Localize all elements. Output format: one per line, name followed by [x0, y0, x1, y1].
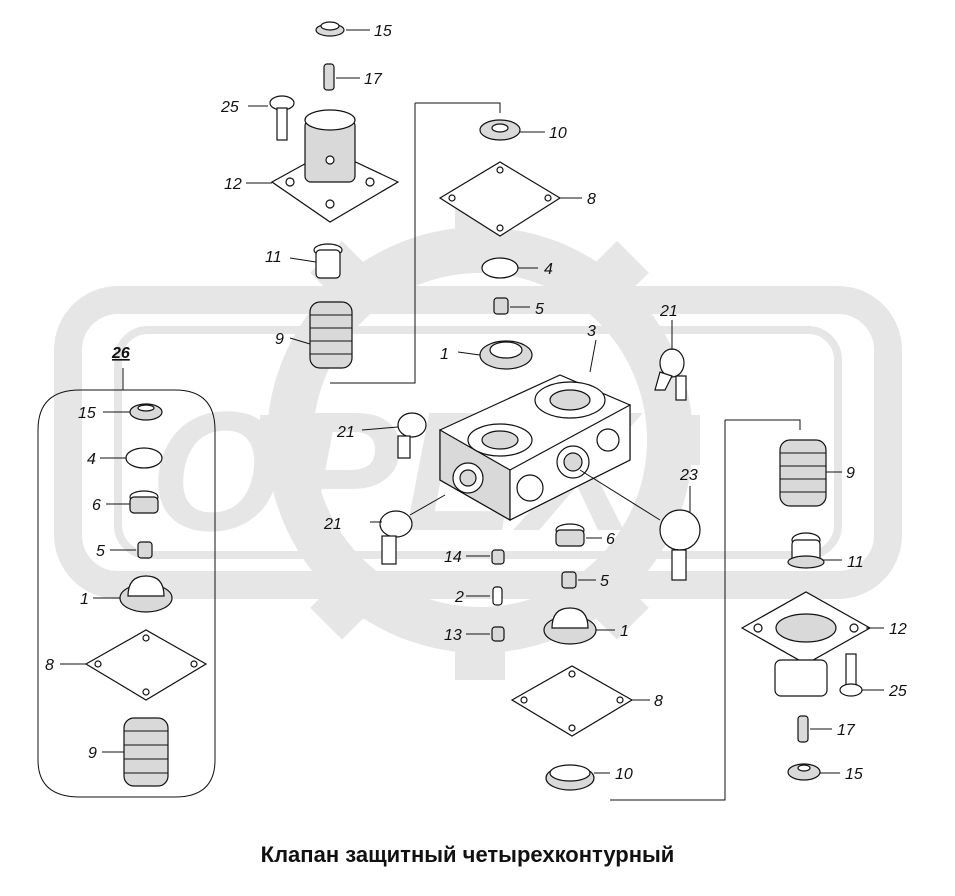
- callout-25: 25: [220, 99, 239, 116]
- callout-8-group: 8: [45, 657, 54, 674]
- callout-15-bottom: 15: [845, 766, 863, 783]
- part-25-screw: [248, 95, 295, 141]
- part-4-disc-top: [481, 257, 538, 279]
- callout-9: 9: [275, 331, 284, 348]
- assembly-frame-lines: [330, 102, 801, 801]
- part-9-spring-top: [289, 301, 353, 369]
- part-1-group: [93, 575, 173, 613]
- callout-13: 13: [444, 627, 462, 644]
- part-5-spring-small-mid: [561, 571, 596, 589]
- callout-17-right: 17: [837, 722, 856, 739]
- callout-6-mid: 6: [606, 531, 615, 548]
- part-9-group: [102, 717, 169, 787]
- part-12-cover-bottom: [740, 591, 884, 697]
- callout-25-right: 25: [888, 683, 907, 700]
- part-6-group: [106, 490, 159, 514]
- callout-14: 14: [444, 549, 462, 566]
- callout-11-right: 11: [847, 554, 864, 571]
- callout-12: 12: [224, 176, 242, 193]
- part-8-group: [60, 629, 208, 701]
- callout-3: 3: [587, 323, 596, 340]
- callout-9-group: 9: [88, 745, 97, 762]
- part-4-group: [100, 447, 163, 469]
- part-9-spring-right: [779, 439, 842, 507]
- part-5-spring-small-top: [493, 297, 530, 315]
- callout-15-group: 15: [78, 405, 96, 422]
- callout-21-left: 21: [336, 424, 355, 441]
- callout-4: 4: [544, 261, 553, 278]
- part-21-cap-left: [361, 412, 427, 459]
- part-15-bottom: [787, 763, 840, 781]
- part-5-group: [110, 541, 153, 559]
- callout-1: 1: [440, 346, 449, 363]
- part-1-piston-top: [457, 340, 533, 370]
- part-10-washer-bottom: [545, 764, 610, 791]
- callout-26: 26: [111, 345, 130, 362]
- part-8-diaphragm-mid: [510, 665, 650, 737]
- part-21-cap-left-low: [370, 494, 446, 565]
- callout-23: 23: [679, 467, 698, 484]
- part-21-cap-right-top: [654, 320, 687, 401]
- part-15-top: [315, 21, 370, 37]
- part-11-cap: [289, 243, 343, 279]
- callout-labels: 15 17 25 10 12 8 11 4 5 9 1 3 21 26 15 2…: [45, 23, 907, 783]
- callout-11: 11: [265, 249, 282, 266]
- callout-10-bottom: 10: [615, 766, 633, 783]
- callout-6-group: 6: [92, 497, 101, 514]
- part-8-diaphragm-top: [438, 161, 582, 237]
- callout-5-group: 5: [96, 543, 105, 560]
- callout-9-right: 9: [846, 465, 855, 482]
- callout-5: 5: [535, 301, 544, 318]
- part-1-piston-mid: [543, 607, 615, 645]
- part-2-pin: [466, 586, 503, 606]
- group-26-outline: [37, 368, 216, 798]
- part-10-washer-top: [479, 119, 545, 141]
- callout-2: 2: [454, 589, 464, 606]
- callout-17: 17: [364, 71, 383, 88]
- diagram-caption: Клапан защитный четырехконтурный: [260, 842, 675, 867]
- callout-21: 21: [659, 303, 678, 320]
- part-6-seal-mid: [555, 523, 602, 547]
- callout-8: 8: [587, 191, 596, 208]
- part-11-cap-right: [787, 532, 842, 569]
- part-17-setscrew-right: [797, 715, 832, 743]
- part-3-valve-body: [439, 339, 631, 522]
- callout-8-mid: 8: [654, 693, 663, 710]
- part-17-setscrew: [323, 63, 360, 91]
- part-13-nut: [466, 626, 505, 642]
- callout-10: 10: [549, 125, 567, 142]
- callout-1-group: 1: [80, 591, 89, 608]
- part-15-group: [103, 403, 163, 421]
- callout-12-right: 12: [889, 621, 907, 638]
- part-25-screw-right: [839, 653, 884, 697]
- callout-21-low: 21: [323, 516, 342, 533]
- part-12-cover-top: [246, 109, 400, 223]
- callout-15: 15: [374, 23, 392, 40]
- part-23-cap: [579, 469, 701, 581]
- callout-5-mid: 5: [600, 573, 609, 590]
- callout-4-group: 4: [87, 451, 96, 468]
- callout-1-mid: 1: [620, 623, 629, 640]
- part-14-spring: [466, 549, 505, 565]
